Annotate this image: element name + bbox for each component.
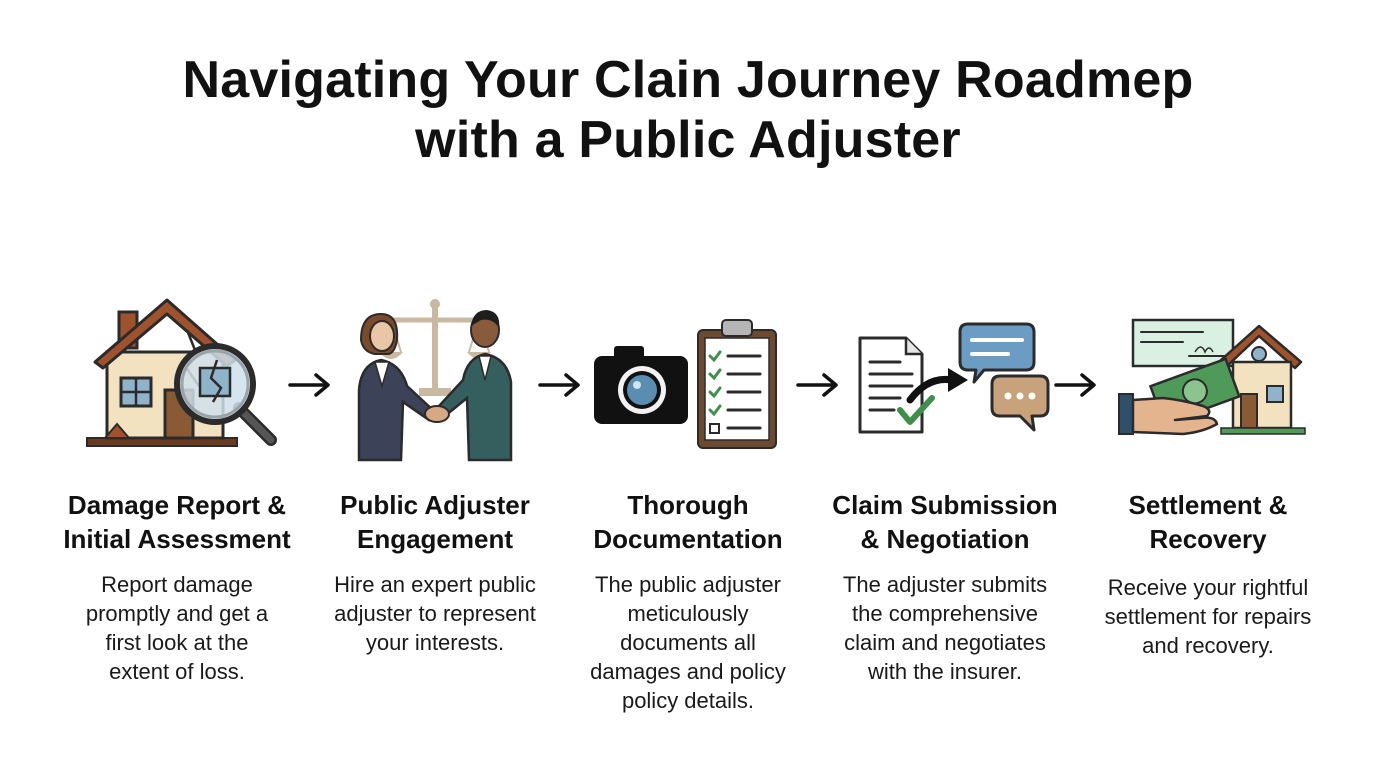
damaged-house-magnifier-icon [52, 290, 302, 470]
step-1-heading: Damage Report & Initial Assessment [63, 490, 291, 554]
arrow-right-icon [1054, 373, 1096, 397]
step-3-heading: Thorough Documentation [593, 490, 783, 554]
money-house-icon [1083, 290, 1333, 470]
step-settlement: Settlement & Recovery Receive your right… [1083, 290, 1333, 660]
document-chat-icon [820, 290, 1070, 470]
step-5-heading: Settlement & Recovery [1128, 490, 1288, 554]
step-claim-submission: Claim Submission & Negotiation The adjus… [820, 290, 1070, 686]
step-1-description: Report damage promptly and get a first l… [85, 572, 269, 684]
arrow-right-icon [538, 373, 580, 397]
step-adjuster-engagement: Public Adjuster Engagement Hire an exper… [310, 290, 560, 657]
step-4-description: The adjuster submits the comprehensive c… [842, 572, 1048, 684]
handshake-scales-icon [310, 290, 560, 470]
diagram-title: Navigating Your Clain Journey Roadmep wi… [0, 50, 1376, 170]
step-damage-report: Damage Report & Initial Assessment Repor… [52, 290, 302, 686]
step-2-description: Hire an expert public adjuster to repres… [334, 572, 536, 655]
title-line-2: with a Public Adjuster [415, 111, 961, 169]
step-3-description: The public adjuster meticulously documen… [590, 572, 786, 713]
arrow-right-icon [796, 373, 838, 397]
step-5-description: Receive your rightful settlement for rep… [1104, 575, 1312, 658]
step-4-heading: Claim Submission & Negotiation [832, 490, 1058, 554]
step-documentation: Thorough Documentation The public adjust… [563, 290, 813, 715]
camera-clipboard-icon [563, 290, 813, 470]
step-2-heading: Public Adjuster Engagement [340, 490, 530, 554]
arrow-right-icon [288, 373, 330, 397]
title-line-1: Navigating Your Clain Journey Roadmep [182, 51, 1194, 109]
